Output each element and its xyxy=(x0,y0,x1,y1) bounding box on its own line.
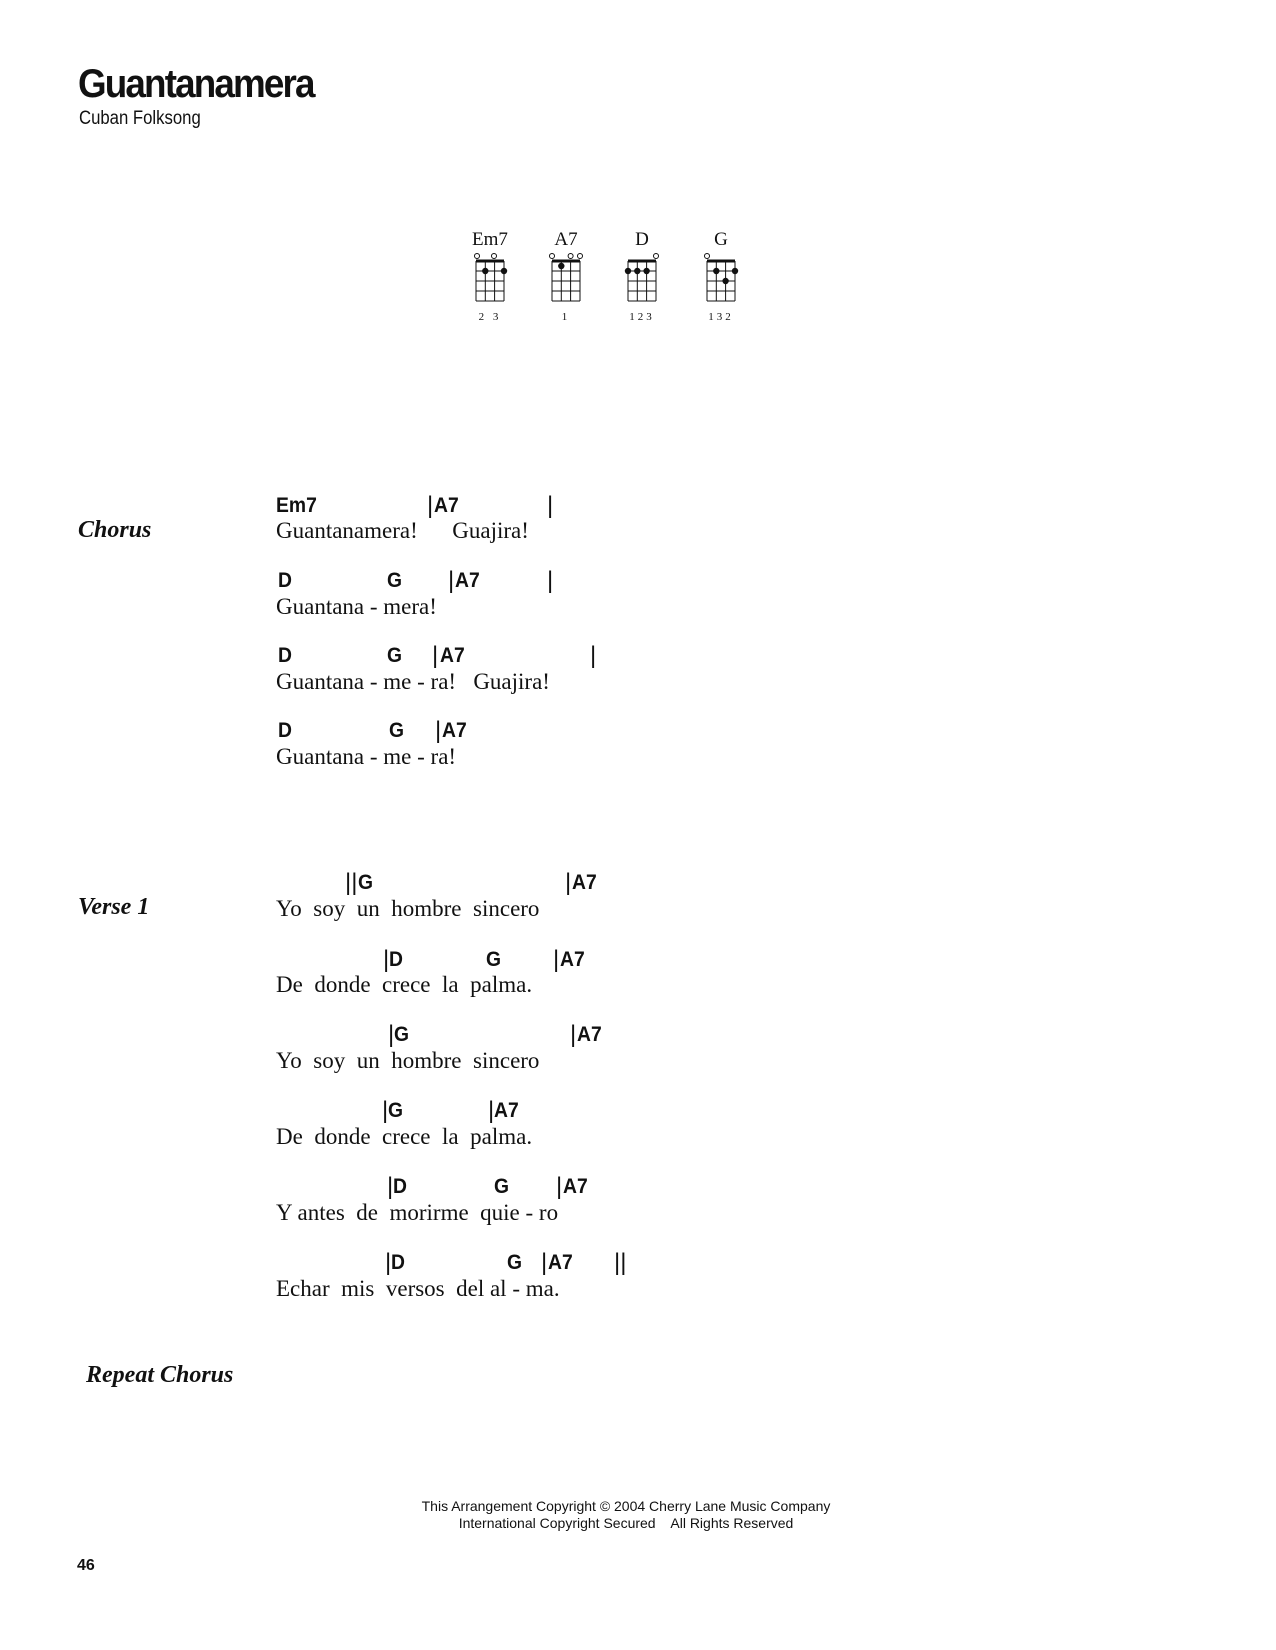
chord-label: A7 xyxy=(494,1099,519,1122)
section-label-chorus: Chorus xyxy=(78,517,152,543)
chord-label: A7 xyxy=(442,719,467,742)
song-composer: Cuban Folksong xyxy=(79,108,201,129)
lyric-line: Guantanamera! Guajira! xyxy=(276,518,529,543)
bar-line: | xyxy=(488,1097,495,1124)
song-title: Guantanamera xyxy=(78,62,315,106)
lyric-line: Echar mis versos del al - ma. xyxy=(276,1276,560,1301)
chord-label: D xyxy=(278,719,292,742)
chord-label: A7 xyxy=(560,948,585,971)
bar-line: | xyxy=(553,946,560,973)
lyric-line: Guantana - me - ra! Guajira! xyxy=(276,669,550,694)
chord-label: A7 xyxy=(572,871,597,894)
bar-line: | xyxy=(565,869,572,896)
bar-line: | xyxy=(448,567,455,594)
chord-label: Em7 xyxy=(276,494,317,517)
bar-line: || xyxy=(345,869,358,896)
fretboard-grid-icon xyxy=(474,253,508,302)
page-number: 46 xyxy=(77,1557,95,1574)
bar-line: | xyxy=(547,567,554,594)
bar-line: || xyxy=(614,1249,627,1276)
chord-label: G xyxy=(358,871,374,894)
chord-diagram-em7: Em7 2 3 xyxy=(458,228,522,324)
lyric-line: Yo soy un hombre sincero xyxy=(276,896,540,921)
bar-line: | xyxy=(387,1173,394,1200)
copyright-line: This Arrangement Copyright © 2004 Cherry… xyxy=(421,1498,831,1514)
bar-line: | xyxy=(383,946,390,973)
chord-label: A7 xyxy=(563,1175,588,1198)
chord-label: D xyxy=(278,569,292,592)
chord-label: D xyxy=(393,1175,407,1198)
chord-diagram-name: Em7 xyxy=(472,229,508,250)
chord-diagram-name: D xyxy=(635,229,649,250)
chord-label: A7 xyxy=(577,1023,602,1046)
chord-diagram-g: G 132 xyxy=(689,228,753,324)
lyric-line: De donde crece la palma. xyxy=(276,972,533,997)
chord-label: G xyxy=(387,569,403,592)
bar-line: | xyxy=(570,1021,577,1048)
fretboard-grid-icon xyxy=(624,253,659,302)
chord-diagram-fingering: 2 3 xyxy=(478,311,502,323)
chord-label: A7 xyxy=(440,644,465,667)
chord-label: G xyxy=(507,1251,523,1274)
chord-diagram-d: D 123 xyxy=(610,228,674,324)
bar-line: | xyxy=(427,492,434,519)
chord-label: D xyxy=(389,948,403,971)
chord-diagram-name: G xyxy=(714,229,728,250)
chord-label: G xyxy=(388,1099,404,1122)
copyright-line: International Copyright Secured All Righ… xyxy=(458,1515,794,1531)
chord-diagram-fingering: 123 xyxy=(629,311,655,323)
bar-line: | xyxy=(432,642,439,669)
chord-diagram-a7: A7 1 xyxy=(534,228,598,324)
copyright-notice: This Arrangement Copyright © 2004 Cherry… xyxy=(0,1498,1264,1532)
chord-label: D xyxy=(278,644,292,667)
chord-label: A7 xyxy=(434,494,459,517)
bar-line: | xyxy=(435,717,442,744)
chord-label: G xyxy=(486,948,502,971)
bar-line: | xyxy=(547,492,554,519)
fretboard-grid-icon xyxy=(549,253,583,302)
chord-diagram-fingering: 132 xyxy=(708,311,734,323)
chord-diagram-name: A7 xyxy=(554,229,578,250)
chord-label: G xyxy=(494,1175,510,1198)
bar-line: | xyxy=(388,1021,395,1048)
section-label-verse-1: Verse 1 xyxy=(78,894,150,920)
chord-label: G xyxy=(394,1023,410,1046)
bar-line: | xyxy=(556,1173,563,1200)
chord-label: G xyxy=(387,644,403,667)
lyric-line: Guantana - me - ra! xyxy=(276,744,457,769)
bar-line: | xyxy=(541,1249,548,1276)
chord-label: D xyxy=(391,1251,405,1274)
lyric-line: Yo soy un hombre sincero xyxy=(276,1048,540,1073)
lyric-line: De donde crece la palma. xyxy=(276,1124,533,1149)
bar-line: | xyxy=(385,1249,392,1276)
bar-line: | xyxy=(382,1097,389,1124)
fretboard-grid-icon xyxy=(704,253,739,302)
chord-label: A7 xyxy=(548,1251,573,1274)
chord-diagram-fingering: 1 xyxy=(561,311,571,323)
section-label-repeat-chorus: Repeat Chorus xyxy=(86,1362,234,1388)
lyric-line: Y antes de morirme quie - ro xyxy=(276,1200,559,1225)
lyric-line: Guantana - mera! xyxy=(276,594,437,619)
chord-label: A7 xyxy=(455,569,480,592)
bar-line: | xyxy=(590,642,597,669)
chord-label: G xyxy=(389,719,405,742)
